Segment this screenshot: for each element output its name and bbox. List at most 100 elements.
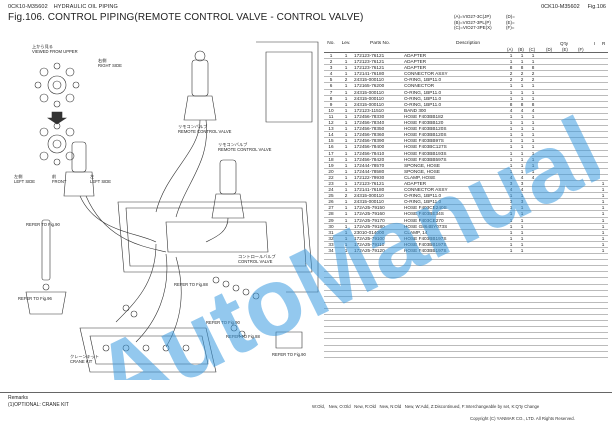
part-level: 1 (344, 132, 348, 138)
qty-b: 1 (520, 132, 524, 138)
part-number-index: 18 (328, 156, 334, 162)
part-description: HOSE F403BB597S (404, 156, 447, 162)
col-a: (A) (507, 46, 513, 52)
col-i: I (594, 41, 596, 46)
qty-a: 8 (509, 101, 513, 107)
part-level: 1 (344, 168, 348, 174)
part-number-index: 9 (329, 101, 333, 107)
part-code: 172444-78580 (354, 168, 385, 174)
qty-b: 1 (520, 138, 524, 144)
copyright: Copyright (C) YANMAR CO., LTD. All Right… (470, 416, 575, 421)
part-number-index: 3 (329, 65, 333, 71)
part-number-index: 30 (328, 223, 334, 229)
part-number-index: 31 (328, 229, 334, 235)
model-variant-a: (A)=VIO27-3C(JP) (454, 14, 491, 19)
part-level: 1 (344, 174, 348, 180)
part-number-index: 8 (329, 95, 333, 101)
part-level: 1 (344, 101, 348, 107)
footer-divider (0, 392, 612, 393)
part-level: 1 (344, 83, 348, 89)
part-description: HOSE F403CE240S (404, 205, 447, 211)
part-number-index: 1 (329, 53, 333, 58)
part-level: 1 (344, 65, 348, 71)
part-level: 1 (344, 126, 348, 132)
part-code: 172444-78570 (354, 162, 385, 168)
part-code: 172123-76121 (354, 59, 385, 65)
model-code: 0CK10-M35602 (8, 4, 48, 10)
qty-c: 1 (531, 144, 535, 150)
qty-b: 1 (520, 59, 524, 65)
qty-b: 4 (520, 107, 524, 113)
qty-b: 2 (520, 77, 524, 83)
qty-c: 1 (531, 156, 535, 162)
empty-row (324, 266, 608, 273)
qty-c: 8 (531, 101, 535, 107)
part-level: 1 (344, 180, 348, 186)
qty-c: 1 (531, 59, 535, 65)
qty-a: 1 (509, 144, 513, 150)
qty-b: 3 (520, 199, 524, 205)
qty-a: 1 (509, 83, 513, 89)
part-description: HOSE F403BE34S (404, 211, 444, 217)
qty-b: 1 (520, 217, 524, 223)
part-description: HOSE F403BB197S (404, 241, 447, 247)
qty-b: 1 (520, 120, 524, 126)
remarks: Remarks (1)OPTIONAL: CRANE KIT (8, 395, 69, 408)
qty-b: 4 (520, 187, 524, 193)
part-description: HOSE F403BB193S (404, 150, 447, 156)
remarks-line-1: (1)OPTIONAL: CRANE KIT (8, 401, 69, 408)
model-variants: (A)=VIO27-3C(JP) (B)=VIO27-3PL(P) (C)=VI… (454, 14, 515, 31)
qty-b: 1 (520, 53, 524, 58)
ref-fig-88-a: REFER TO Fig.88 (174, 282, 208, 287)
remark-flag: 1 (601, 223, 605, 229)
qty-a: 4 (509, 174, 513, 180)
part-description: HOSE F403BB197S (404, 235, 447, 241)
part-description: O-RING, 1BP11.0 (404, 193, 442, 199)
part-description: CLAMP, HOSE (404, 174, 436, 180)
part-code: 172456-78350 (354, 126, 385, 132)
part-number-index: 4 (329, 71, 333, 77)
col-e: (E) (562, 46, 568, 52)
qty-a: 1 (509, 162, 513, 168)
part-description: O-RING, 1BP11.0 (404, 77, 442, 83)
ref-fig-88-b: REFER TO Fig.88 (226, 334, 260, 339)
ref-fig-90-c: REFER TO Fig.90 (272, 352, 306, 357)
part-level: 1 (344, 241, 348, 247)
empty-row (324, 278, 608, 285)
part-description: ADAPTER (404, 53, 427, 58)
remark-flag: 1 (601, 199, 605, 205)
part-description: HOSE F403BC127S (404, 144, 447, 150)
part-number-index: 11 (328, 113, 334, 119)
qty-b: 1 (520, 193, 524, 199)
part-description: HOSE F403BB197S (404, 248, 447, 253)
part-code: 24315-000110 (354, 199, 384, 205)
part-number-index: 28 (328, 211, 334, 217)
part-number-index: 33 (328, 241, 334, 247)
qty-b: 1 (520, 144, 524, 150)
col-description: Description (456, 41, 480, 46)
ref-fig-96: REFER TO Fig.96 (18, 296, 52, 301)
part-level: 1 (344, 229, 348, 235)
qty-b: 1 (520, 229, 524, 235)
qty-a: 2 (509, 71, 513, 77)
empty-row (324, 339, 608, 346)
part-description: O-RING, 1BP11.0 (404, 95, 442, 101)
part-number-index: 5 (329, 77, 333, 83)
qty-a: 1 (509, 138, 513, 144)
part-code: 172165-76200 (354, 83, 385, 89)
qty-a: 1 (509, 113, 513, 119)
model-variant-c: (C)=VIO27-3PE(X) (454, 25, 492, 30)
part-level: 2 (344, 77, 348, 83)
